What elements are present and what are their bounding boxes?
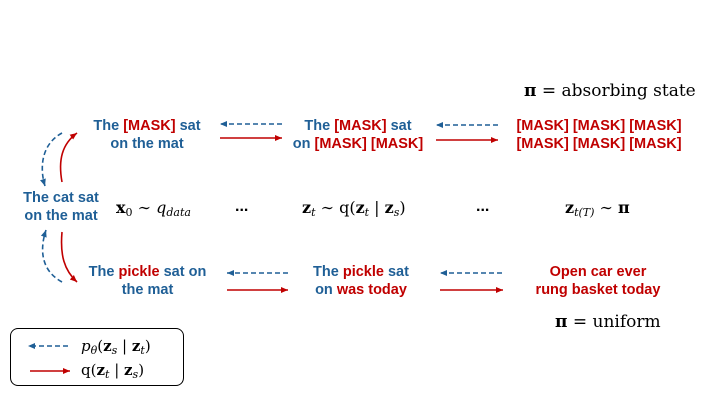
kept-token: on bbox=[292, 136, 315, 152]
ztT-distribution: zt(T) ∼ π bbox=[565, 198, 630, 219]
changed-token: pickle bbox=[118, 264, 160, 280]
ellipsis-2: ... bbox=[476, 198, 490, 215]
changed-token: [MASK] [MASK] [MASK] bbox=[516, 136, 682, 152]
node-top-3: [MASK] [MASK] [MASK] [MASK] [MASK] [MASK] bbox=[503, 117, 695, 153]
legend-forward-label: q(zt | zs) bbox=[81, 361, 145, 381]
kept-token: on the mat bbox=[110, 136, 184, 152]
node-bottom-3: Open car ever rung basket today bbox=[528, 263, 668, 299]
changed-token: rung basket today bbox=[535, 282, 661, 298]
zt-distribution: zt ∼ q(zt | zs) bbox=[302, 198, 406, 219]
kept-token: The bbox=[88, 264, 119, 280]
sentence-line-2: rung basket today bbox=[528, 281, 668, 299]
sentence-line-2: on was today bbox=[296, 281, 426, 299]
kept-token: the mat bbox=[121, 282, 174, 298]
sentence-line-1: [MASK] [MASK] [MASK] bbox=[503, 117, 695, 135]
kept-token: on bbox=[315, 282, 337, 298]
sentence-line-2: [MASK] [MASK] [MASK] bbox=[503, 135, 695, 153]
changed-token: [MASK] [MASK] [MASK] bbox=[516, 118, 682, 134]
kept-token: sat bbox=[175, 118, 201, 134]
sentence-line-2: on the mat bbox=[82, 135, 212, 153]
kept-token: sat bbox=[383, 264, 409, 280]
changed-token: [MASK] [MASK] bbox=[314, 136, 424, 152]
legend: pθ(zs | zt) q(zt | zs) bbox=[10, 328, 184, 386]
node-original-sentence: The cat sat on the mat bbox=[23, 190, 99, 224]
changed-token: [MASK] bbox=[123, 118, 176, 134]
absorbing-state-label: π = absorbing state bbox=[524, 81, 696, 101]
forward-curve-bottom bbox=[60, 231, 78, 283]
sentence-line-1: The pickle sat bbox=[296, 263, 426, 281]
kept-token: The bbox=[93, 118, 124, 134]
sentence-line-1: The pickle sat on bbox=[80, 263, 215, 281]
sentence-line-1: Open car ever bbox=[528, 263, 668, 281]
reverse-curve-bottom bbox=[40, 229, 63, 283]
kept-token: sat on bbox=[159, 264, 207, 280]
forward-curve-top bbox=[59, 132, 78, 183]
sentence-line-2: the mat bbox=[80, 281, 215, 299]
changed-token: pickle bbox=[342, 264, 384, 280]
kept-token: sat bbox=[386, 118, 412, 134]
changed-token: [MASK] bbox=[334, 118, 387, 134]
sentence-line-2: on [MASK] [MASK] bbox=[282, 135, 434, 153]
reverse-curve-top bbox=[40, 132, 63, 187]
x0-distribution: x0 ∼ qdata bbox=[116, 198, 191, 219]
sentence-line-1: The [MASK] sat bbox=[282, 117, 434, 135]
kept-token: The bbox=[313, 264, 343, 280]
legend-reverse-label: pθ(zs | zt) bbox=[81, 337, 151, 357]
kept-token: The bbox=[304, 118, 335, 134]
changed-token: Open car ever bbox=[549, 264, 647, 280]
sentence-line-1: The [MASK] sat bbox=[82, 117, 212, 135]
ellipsis-1: ... bbox=[235, 198, 249, 215]
uniform-label: π = uniform bbox=[555, 312, 661, 332]
changed-token: was today bbox=[336, 282, 407, 298]
